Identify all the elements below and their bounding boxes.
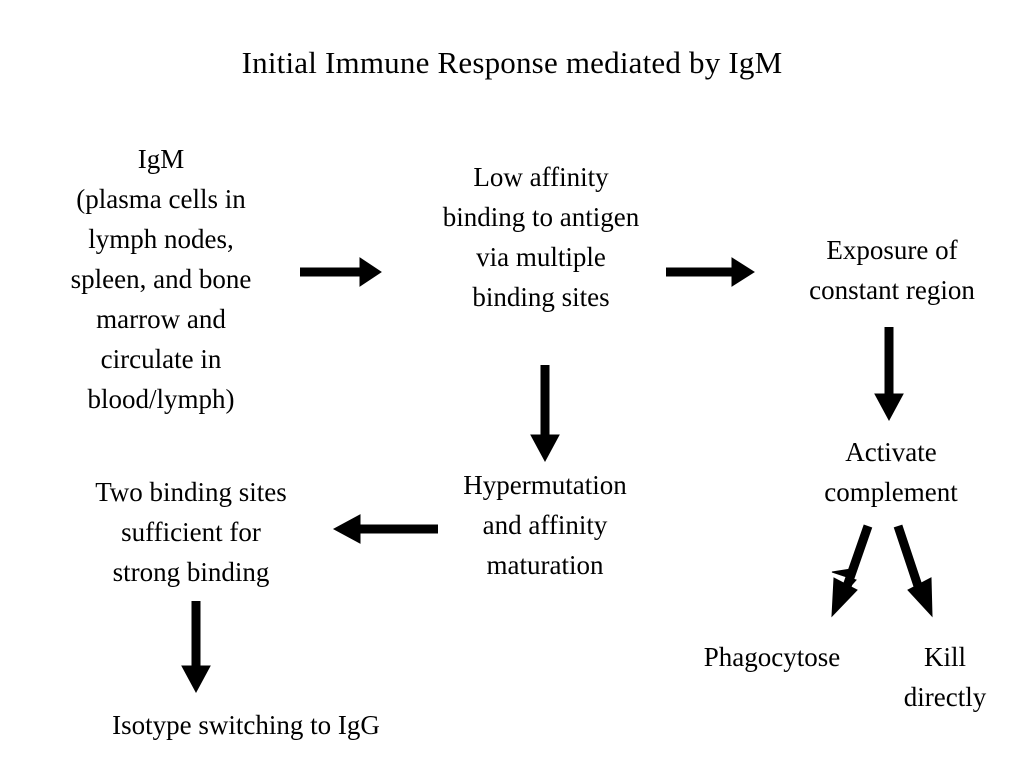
node-activate-complement: Activate complement bbox=[824, 437, 958, 507]
node-two-binding-sites: Two binding sites sufficient for strong … bbox=[95, 477, 287, 587]
node-isotype-switching: Isotype switching to IgG bbox=[112, 710, 380, 740]
node-kill-directly: Kill directly bbox=[903, 642, 987, 712]
arrow-activate-complement-to-kill-directly bbox=[893, 524, 933, 618]
page-title: Initial Immune Response mediated by IgM bbox=[241, 45, 783, 80]
arrow-igm-to-low-affinity bbox=[300, 257, 382, 287]
node-phagocytose: Phagocytose bbox=[703, 642, 841, 672]
arrow-activate-complement-to-phagocytose bbox=[831, 524, 873, 618]
arrow-low-affinity-to-hypermutation bbox=[530, 365, 560, 463]
node-low-affinity: Low affinity binding to antigen via mult… bbox=[442, 162, 640, 312]
arrow-two-binding-sites-to-isotype-switching bbox=[181, 601, 211, 694]
node-hypermutation: Hypermutation and affinity maturation bbox=[463, 470, 627, 580]
node-igm: IgM (plasma cells in lymph nodes, spleen… bbox=[70, 144, 252, 414]
arrow-exposure-to-activate-complement bbox=[874, 327, 904, 422]
node-exposure-of-constant-region: Exposure of constant region bbox=[809, 235, 975, 305]
